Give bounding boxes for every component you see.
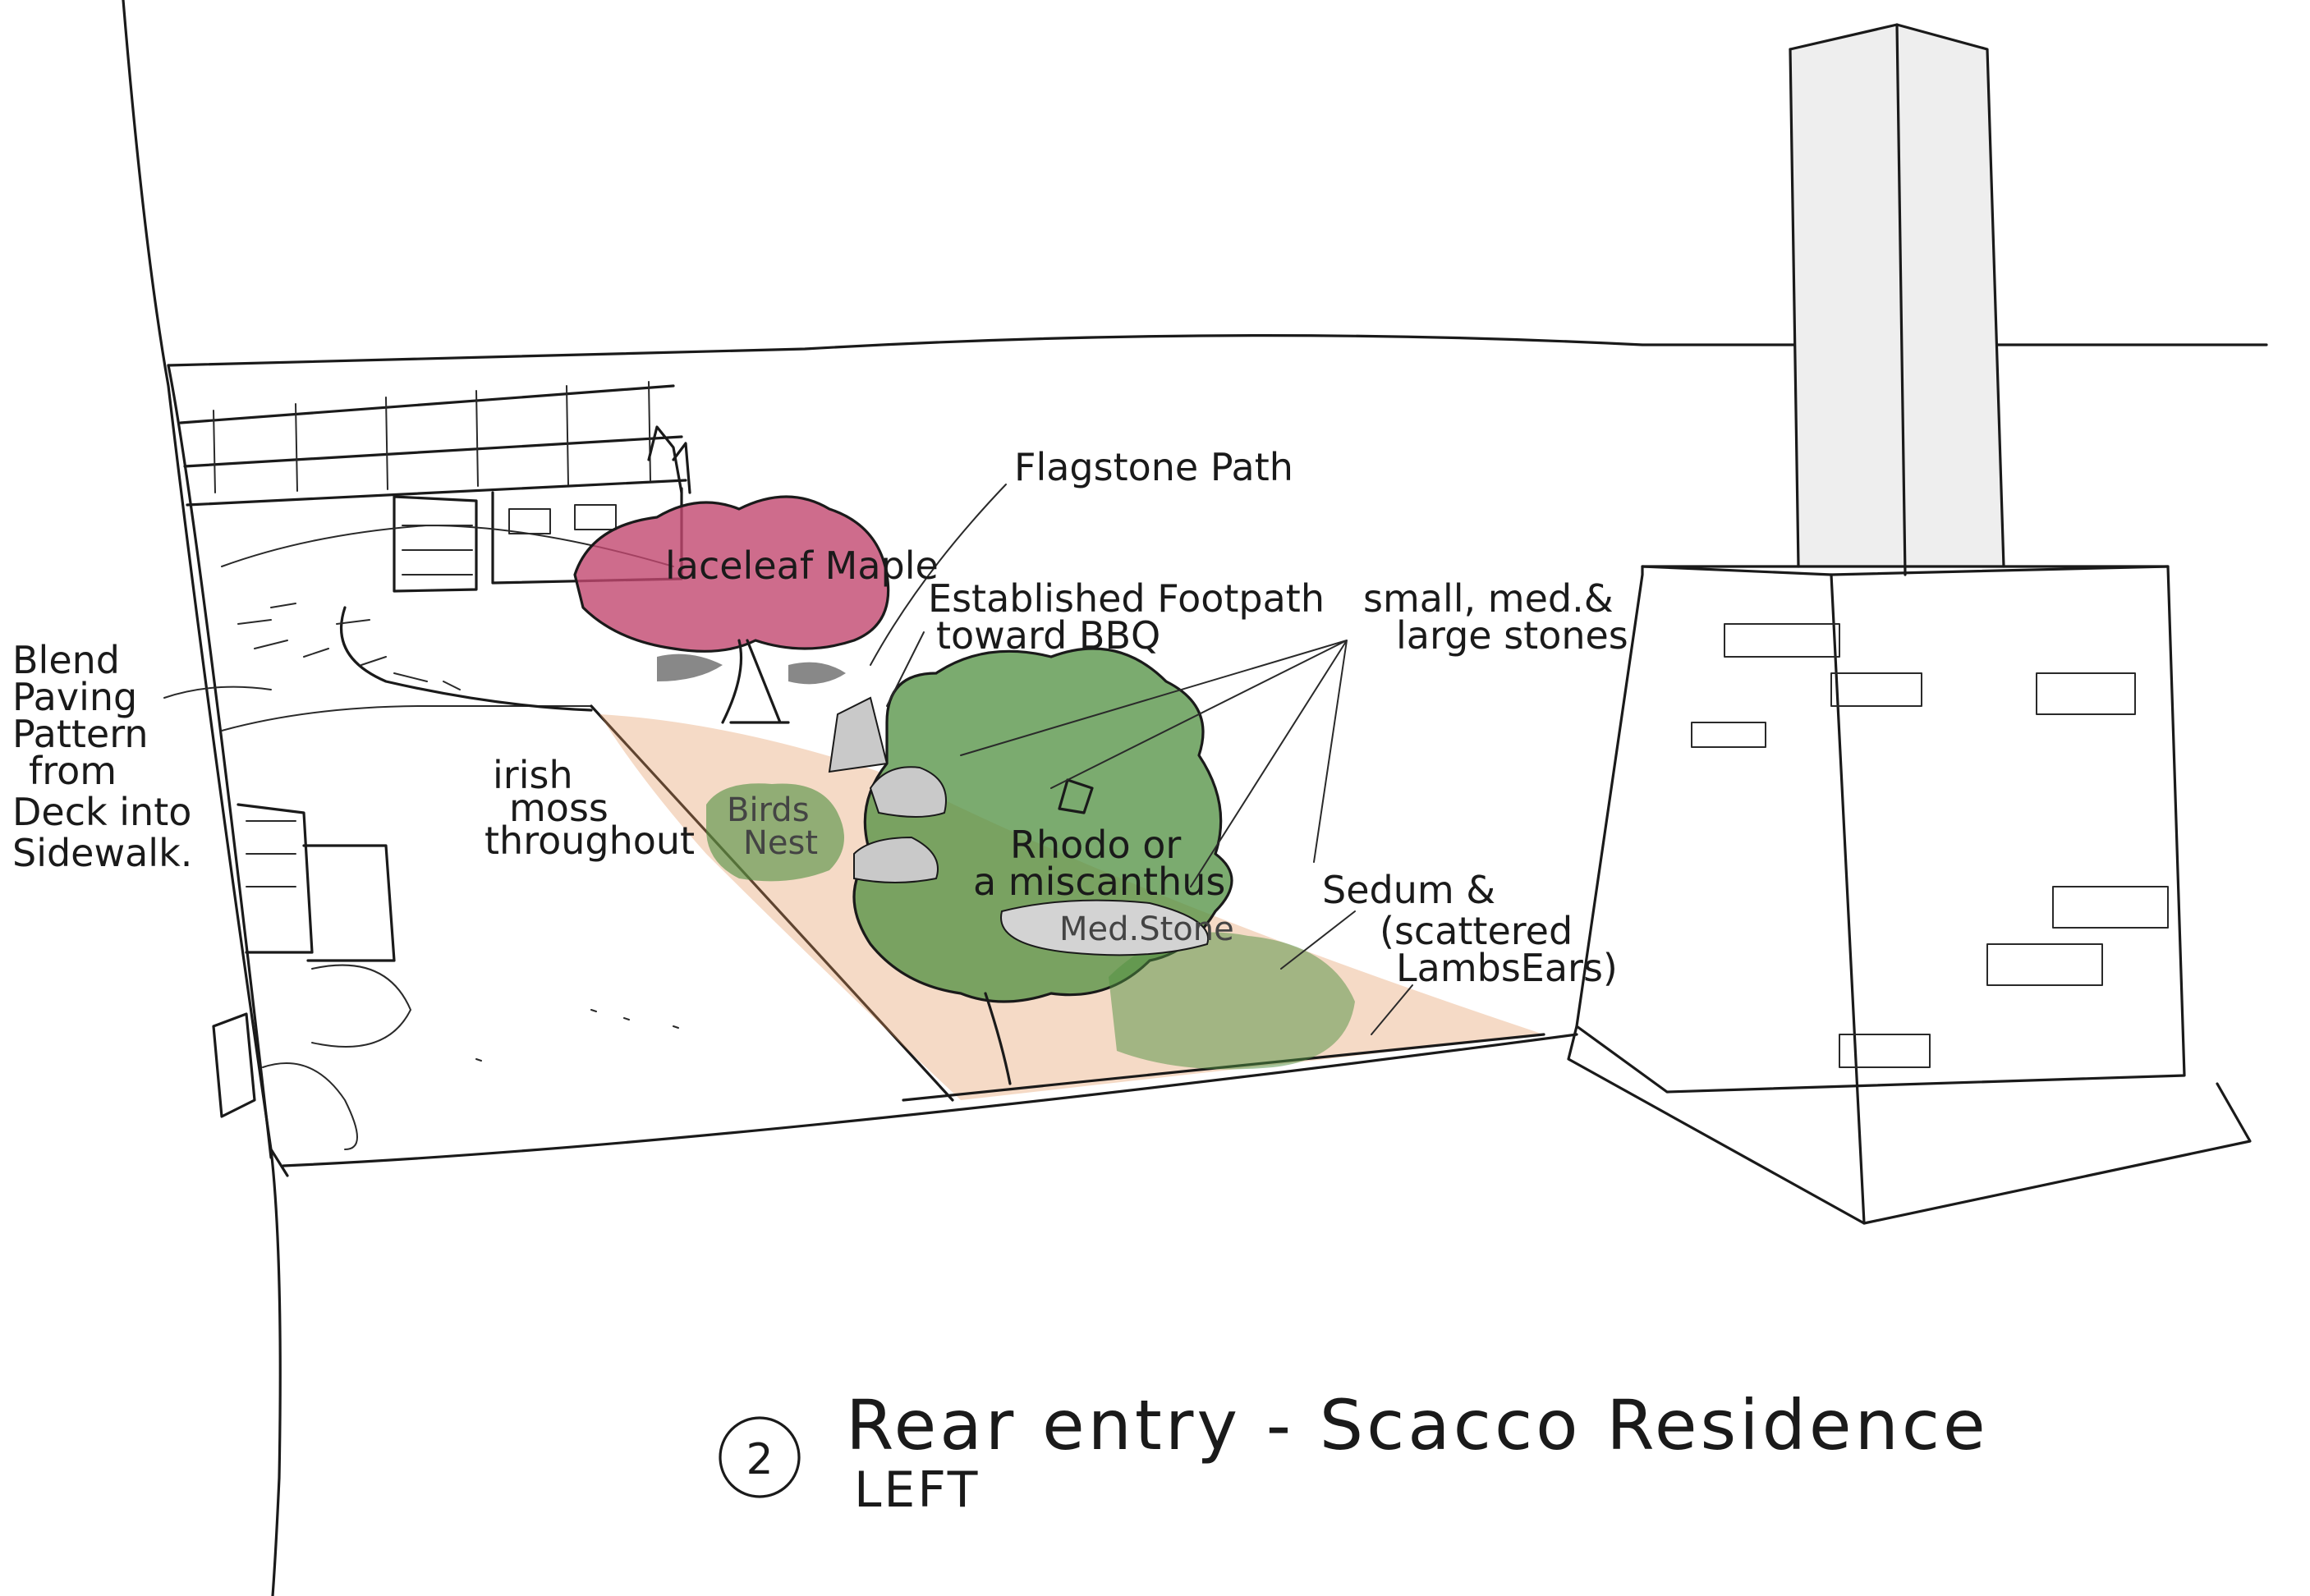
irish-moss-label-1: irish <box>493 753 573 797</box>
title-line-1: Rear entry - Scacco Residence <box>846 1385 1989 1465</box>
laceleaf-maple <box>573 495 890 724</box>
patio <box>221 525 954 1102</box>
maple-label: laceleaf Maple <box>665 543 939 588</box>
leader-lines <box>163 484 1413 1035</box>
birds-nest-label-2: Nest <box>743 824 818 862</box>
blend-label-1: Blend <box>12 638 120 682</box>
circled-number-icon <box>719 1416 801 1498</box>
sedum-shrub <box>1109 932 1355 1070</box>
sedum-label-3: LambsEars) <box>1396 946 1618 990</box>
blend-label-6: Sidewalk. <box>12 831 192 875</box>
stones <box>828 696 1210 956</box>
blend-label-5: Deck into <box>12 790 191 834</box>
footpath-label-1: Established Footpath <box>928 576 1325 621</box>
rhodo-label-2: a miscanthus <box>973 860 1225 904</box>
blend-label-2: Paving <box>12 675 137 719</box>
annotations: Flagstone Path laceleaf Maple Establishe… <box>12 445 1628 990</box>
title-number: 2 <box>746 1435 773 1484</box>
birds-nest-shrub <box>706 783 844 882</box>
irish-moss-label-2: moss <box>509 786 608 830</box>
blend-label-4: from <box>29 749 117 793</box>
house-structure <box>122 0 2268 1596</box>
blend-label-3: Pattern <box>12 712 149 756</box>
sedum-label-2: (scattered <box>1380 909 1573 953</box>
rhodo-label-1: Rhodo or <box>1010 823 1181 867</box>
flagstone-path-label: Flagstone Path <box>1014 445 1293 489</box>
sedum-label-1: Sedum & <box>1322 868 1495 912</box>
footpath-label-2: toward BBQ <box>936 613 1160 658</box>
sketch-title: 2 Rear entry - Scacco Residence LEFT <box>719 1385 1989 1519</box>
stone-pillar <box>1567 23 2252 1225</box>
med-stone-label: Med.Stone <box>1059 910 1234 948</box>
stones-label-1: small, med.& <box>1363 576 1614 621</box>
shed <box>212 803 411 1150</box>
birds-nest-label-1: Birds <box>727 791 810 829</box>
stones-label-2: large stones <box>1396 613 1628 658</box>
title-line-2: LEFT <box>854 1461 980 1519</box>
irish-moss-label-3: throughout <box>485 819 695 863</box>
back-deck <box>179 381 691 593</box>
